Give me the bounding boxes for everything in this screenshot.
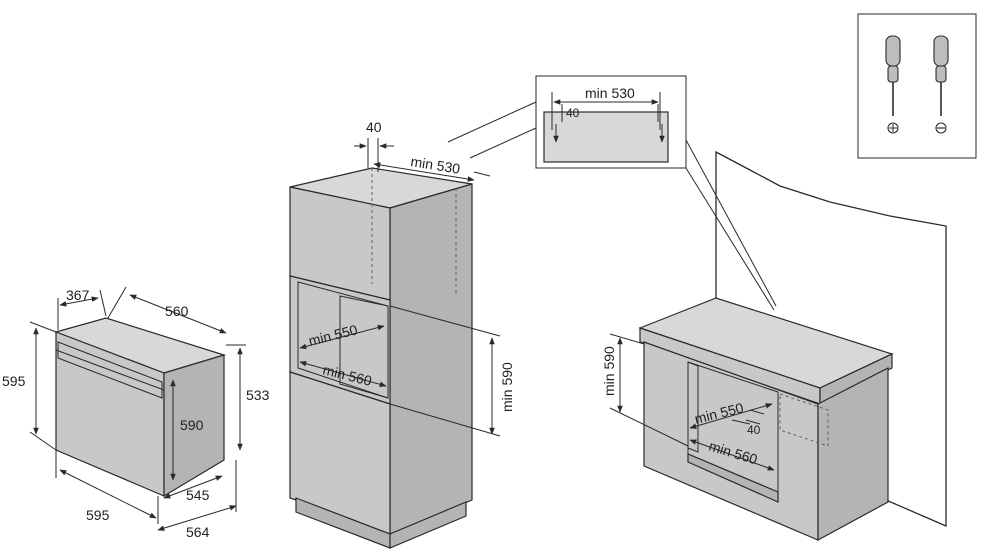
tall-cabinet-drawing: [289, 167, 473, 549]
cabinet-gap-40-label: 40: [366, 119, 382, 135]
oven-width-595-label: 595: [86, 507, 110, 523]
oven-control-panel: [57, 341, 163, 399]
flat-screwdriver-icon: [933, 35, 949, 134]
oven-drawing: [54, 317, 227, 498]
oven-side-533-label: 533: [246, 387, 270, 403]
oven-height-595-label: 595: [2, 373, 26, 389]
counter-drawing: [638, 150, 947, 542]
oven-side-face: [163, 354, 225, 498]
detail-gap-label: 40: [566, 106, 580, 120]
detail-depth-label: min 530: [585, 85, 635, 101]
phillips-screwdriver-icon: [885, 35, 901, 134]
oven-width-560-label: 560: [165, 303, 189, 319]
counter-body-side: [817, 367, 889, 542]
oven-depth-367-label: 367: [66, 287, 90, 303]
cabinet-top-depth-label: min 530: [410, 153, 462, 177]
oven-dimensions: 367 560 595 590 533 595 545 564: [2, 286, 270, 540]
oven-depth-545-label: 545: [186, 487, 210, 503]
counter-niche-height-label: min 590: [601, 346, 617, 396]
oven-depth-564-label: 564: [186, 524, 210, 540]
cabinet-side-face: [389, 183, 473, 535]
detail-inset: min 530 40: [535, 75, 777, 311]
counter-gap-label: 40: [747, 423, 761, 437]
cabinet-niche-height-label: min 590: [499, 362, 515, 412]
oven-front-590-label: 590: [180, 417, 204, 433]
tools-box: [857, 13, 977, 159]
